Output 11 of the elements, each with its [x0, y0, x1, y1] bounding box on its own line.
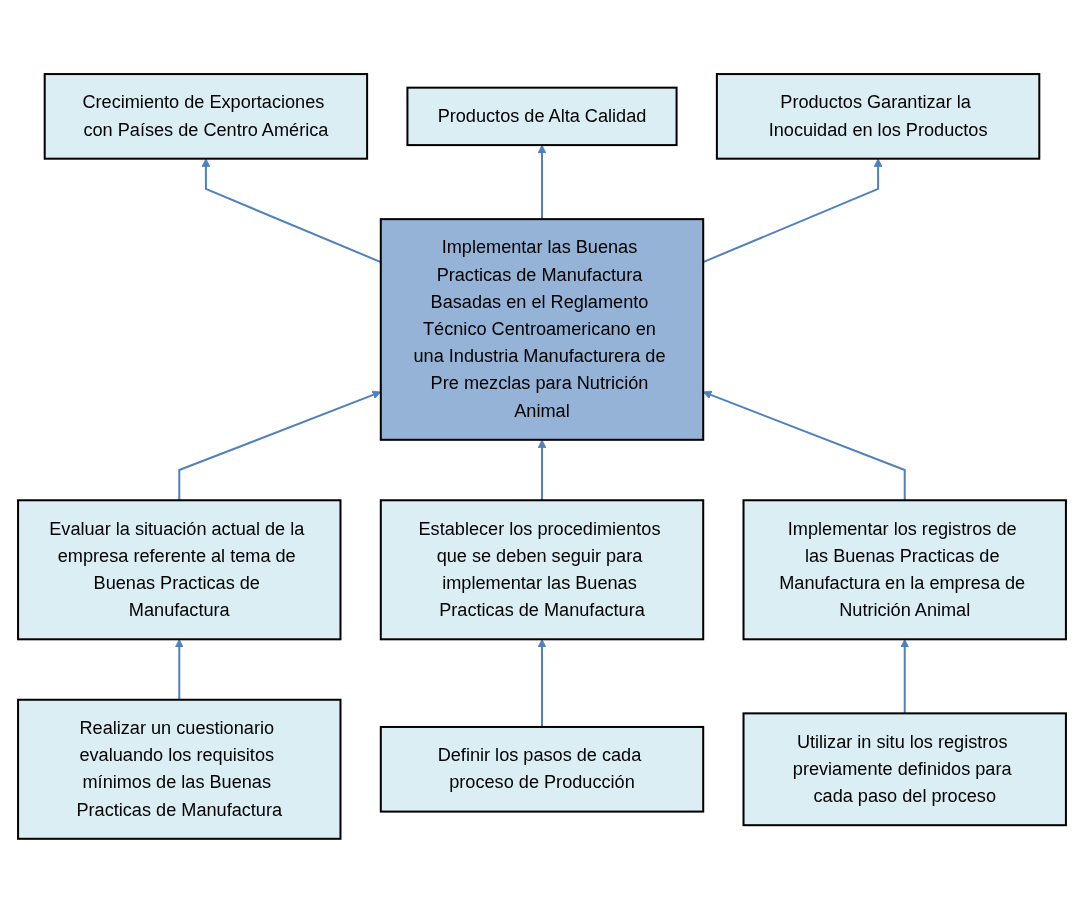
node-box: Establecer los procedimientos que se deben seguir para implementar las Buenas Practicas de Manufactura: [379, 499, 705, 641]
node-box: Productos de Alta Calidad: [406, 86, 678, 147]
node-box: Definir los pasos de cada proceso de Producción: [379, 726, 705, 813]
node-box: Crecimiento de Exportaciones con Países de Centro América: [43, 73, 369, 160]
node-box: Implementar los registros de las Buenas Practicas de Manufactura en la empresa de Nutrición Animal: [742, 499, 1067, 641]
node-box: Utilizar in situ los registros previamente definidos para cada paso del proceso: [742, 712, 1067, 827]
node-box: Evaluar la situación actual de la empresa referente al tema de Buenas Practicas de Manufactura: [17, 499, 342, 641]
arrow: [537, 439, 547, 501]
node-box: Implementar las Buenas Practicas de Manufactura Basadas en el Reglamento Técnico Centroamericano en una Industria Manufacturera de Pre mezclas para Nutrición Animal: [379, 218, 705, 441]
node-box: Productos Garantizar la Inocuidad en los Productos: [715, 73, 1041, 160]
node-box: Realizar un cuestionario evaluando los requisitos mínimos de las Buenas Practicas de Manufactura: [17, 698, 342, 840]
